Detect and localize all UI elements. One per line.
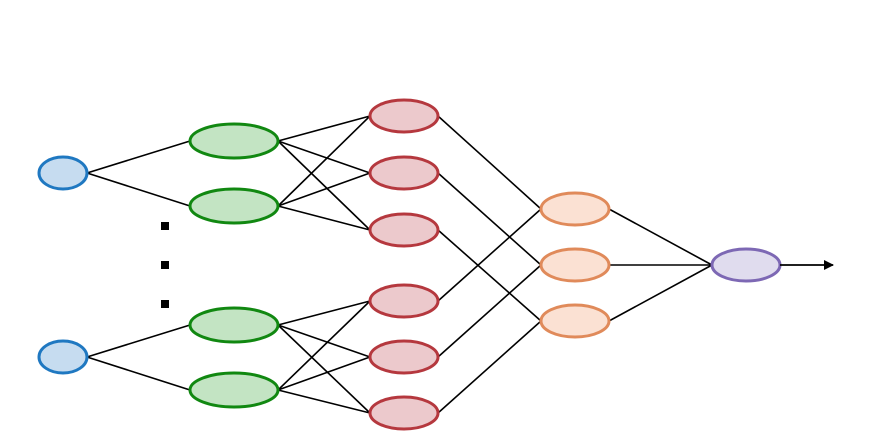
edge-input1-h1a [86,140,191,174]
ellipsis-dot-2 [161,261,169,269]
edge-h1-h2 [277,356,371,391]
edge-h1-h2 [277,324,371,414]
hidden3-node-1 [539,191,611,227]
edge-h2-h3 [437,229,542,322]
ellipsis-dot-1 [161,222,169,230]
output-node-1 [710,247,782,283]
hidden1-node-1 [188,122,280,160]
edge-input1-h1b [86,172,191,207]
hidden2-node-3 [368,212,440,248]
edge-h1-h2 [277,324,371,358]
hidden1-node-2 [188,187,280,225]
hidden2-node-4 [368,283,440,319]
hidden2-node-5 [368,339,440,375]
hidden1-node-4 [188,371,280,409]
ellipsis-dot-3 [161,300,169,308]
edge-input2-h1c [86,324,191,358]
hidden2-node-6 [368,395,440,431]
hidden2-node-1 [368,98,440,134]
connections [86,115,713,414]
edge-h1-h2 [277,389,371,414]
neurons [37,98,782,431]
edge-h2-h3 [437,264,542,358]
edge-h2-h3 [437,172,542,266]
edge-h2-h3 [437,320,542,414]
edge-h1-h2 [277,300,371,326]
hidden3-node-2 [539,247,611,283]
edge-h1-h2 [277,300,371,391]
edge-h1-h2 [277,172,371,207]
hidden2-node-2 [368,155,440,191]
edge-input2-h1d [86,356,191,391]
edge-h2-h3 [437,208,542,302]
edge-h1-h2 [277,205,371,231]
edge-h1-h2 [277,115,371,142]
input-node-1 [37,155,89,191]
annotations [161,222,834,308]
edge-h1-h2 [277,140,371,231]
edge-h1-h2 [277,140,371,174]
hidden3-node-3 [539,303,611,339]
edge-h3-output [608,208,713,266]
edge-h1-h2 [277,115,371,207]
hidden1-node-3 [188,306,280,344]
input-node-2 [37,339,89,375]
edge-h2-h3 [437,115,542,210]
edge-h3-output [608,264,713,322]
